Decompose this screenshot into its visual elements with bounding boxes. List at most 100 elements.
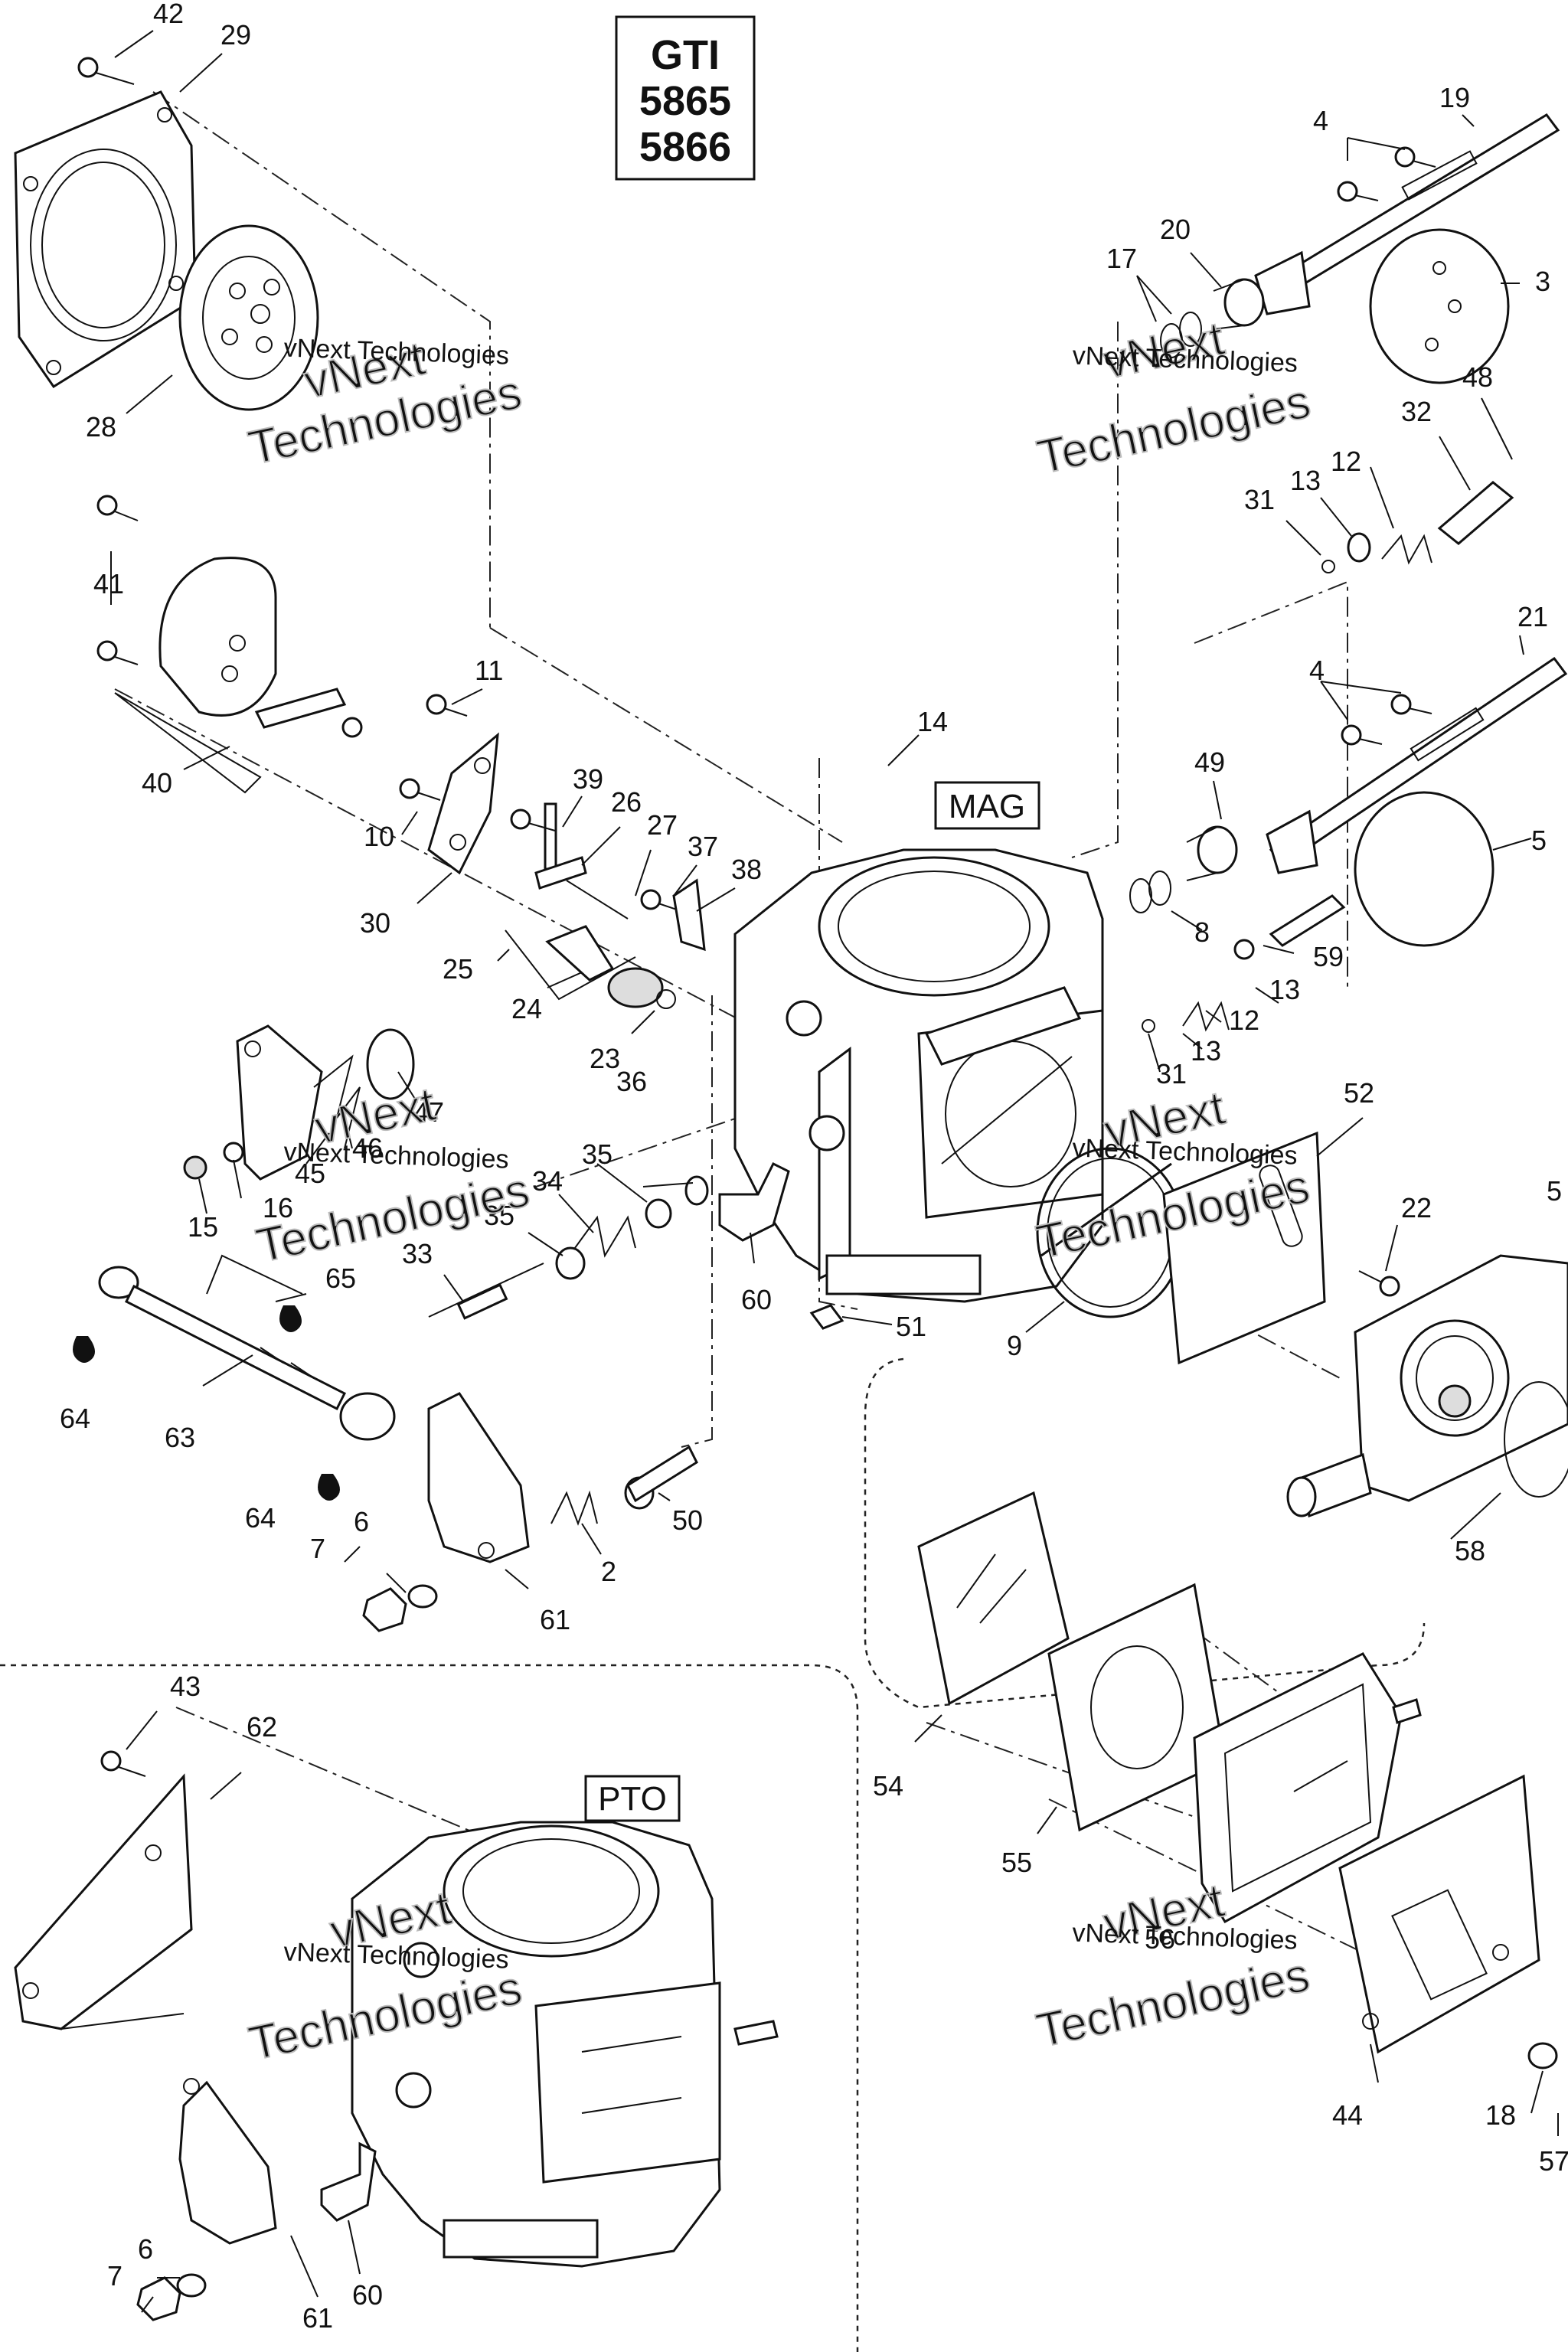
callout-6-pto: 6	[138, 2233, 153, 2265]
callout-64-bottom: 64	[245, 1502, 276, 1534]
callout-16: 16	[263, 1192, 293, 1223]
throttle-link-63	[98, 1266, 396, 1441]
callout-53-partial: 5	[1547, 1175, 1562, 1207]
callout-59: 59	[1313, 941, 1344, 972]
callout-7-mag: 7	[310, 1533, 325, 1564]
callout-57: 57	[1539, 2145, 1568, 2177]
callout-62: 62	[247, 1711, 277, 1743]
callout-34: 34	[532, 1165, 563, 1197]
pto-nut-7	[136, 2276, 181, 2321]
needle-valve-parts	[510, 802, 706, 1009]
callout-7-pto: 7	[107, 2260, 122, 2292]
callout-18: 18	[1485, 2099, 1516, 2131]
diaphragm-28	[178, 224, 319, 411]
callout-12-top: 12	[1331, 446, 1361, 477]
model-box: GTI 5865 5866	[615, 15, 756, 181]
bracket-30	[427, 732, 499, 875]
callout-32: 32	[1401, 396, 1432, 427]
model-line-1: GTI	[651, 32, 720, 78]
idle-screw-group	[428, 1175, 709, 1320]
screws-4-top	[1337, 146, 1436, 202]
mag-label: MAG	[949, 788, 1025, 825]
fuel-pump-body	[1286, 1254, 1568, 1518]
screw-42	[77, 57, 135, 85]
callout-64-left: 64	[60, 1403, 90, 1434]
callout-35-top: 35	[582, 1138, 612, 1170]
callout-8: 8	[1194, 916, 1210, 948]
o-ring-58	[1504, 1381, 1568, 1498]
callout-60-mag: 60	[741, 1284, 772, 1315]
choke-cover-40	[158, 557, 363, 738]
callout-50: 50	[672, 1504, 703, 1536]
mag-carburetor-body	[733, 848, 1104, 1303]
callout-31-top: 31	[1244, 484, 1275, 515]
callout-2: 2	[601, 1556, 616, 1587]
callout-60-pto: 60	[352, 2279, 383, 2311]
callout-21: 21	[1517, 601, 1548, 632]
callout-31-low: 31	[1156, 1058, 1187, 1089]
callout-46: 46	[352, 1132, 383, 1164]
bushing-49	[1186, 825, 1238, 881]
lever-group-border	[114, 692, 262, 794]
callout-35-low: 35	[484, 1200, 514, 1231]
pto-carburetor-body	[351, 1821, 779, 2268]
callout-24: 24	[511, 993, 542, 1024]
callout-12-mid: 12	[1229, 1004, 1259, 1036]
lubricant-drop-icon-65	[279, 1305, 302, 1332]
callout-43: 43	[170, 1671, 201, 1702]
callout-25: 25	[443, 953, 473, 985]
pto-washer-6	[176, 2273, 207, 2298]
callout-5: 5	[1531, 825, 1547, 856]
screw-11	[426, 694, 468, 717]
callout-40: 40	[142, 767, 172, 799]
pto-label: PTO	[598, 1780, 667, 1818]
throttle-plate-5	[1354, 791, 1494, 947]
callout-leaders	[110, 30, 1559, 2313]
watermark-outline: Technologies	[1033, 375, 1315, 485]
lubricant-drop-icon-64-left	[73, 1336, 95, 1363]
callout-54: 54	[873, 1770, 903, 1802]
pto-inset-border	[0, 1664, 859, 2352]
washer-6	[407, 1584, 438, 1609]
callout-13-top: 13	[1290, 465, 1321, 496]
watermark-top-left: vNext vNext Technologies Technologies	[243, 332, 527, 476]
bracket-44	[1338, 1774, 1540, 2054]
callout-38: 38	[731, 854, 762, 885]
callout-49: 49	[1194, 746, 1225, 778]
pto-label-box: PTO	[584, 1775, 681, 1822]
bushing-20	[1213, 278, 1265, 330]
adjust-screw-32	[1321, 481, 1514, 573]
watermark-text: vNext Technologies	[1072, 1918, 1298, 1955]
screw-41-top	[96, 495, 139, 521]
callout-37: 37	[688, 831, 718, 862]
pto-lever-60	[320, 2141, 377, 2222]
screw-10	[399, 778, 441, 801]
callout-48: 48	[1462, 361, 1493, 393]
lubricant-drop-icon-64-bottom	[318, 1474, 340, 1501]
diaphragm-54	[917, 1491, 1070, 1706]
washer-18	[1527, 2042, 1558, 2069]
callout-14: 14	[917, 706, 948, 737]
callout-29: 29	[220, 19, 251, 51]
callout-27: 27	[647, 809, 678, 841]
callout-13-low: 13	[1191, 1035, 1221, 1067]
callout-63: 63	[165, 1422, 195, 1453]
plate-52	[1162, 1131, 1326, 1365]
pto-cam-61	[178, 2078, 277, 2245]
square-nut-51	[809, 1304, 844, 1330]
callout-30: 30	[360, 907, 390, 939]
watermark-text: vNext Technologies	[1072, 1133, 1298, 1170]
callout-9: 9	[1007, 1330, 1022, 1361]
throttle-shaft-21	[1266, 656, 1568, 874]
callout-41: 41	[93, 568, 124, 599]
watermark-outline: Technologies	[1032, 1949, 1314, 2058]
callout-42: 42	[153, 0, 184, 29]
pto-bracket-62	[14, 1773, 193, 2030]
watermark-bottom-right: vNext vNext Technologies Technologies	[1031, 1873, 1315, 2059]
callout-19: 19	[1439, 82, 1470, 113]
callout-33: 33	[402, 1238, 433, 1269]
screw-22	[1358, 1270, 1400, 1297]
callout-61-mag: 61	[540, 1604, 570, 1635]
callout-47: 47	[413, 1096, 444, 1128]
